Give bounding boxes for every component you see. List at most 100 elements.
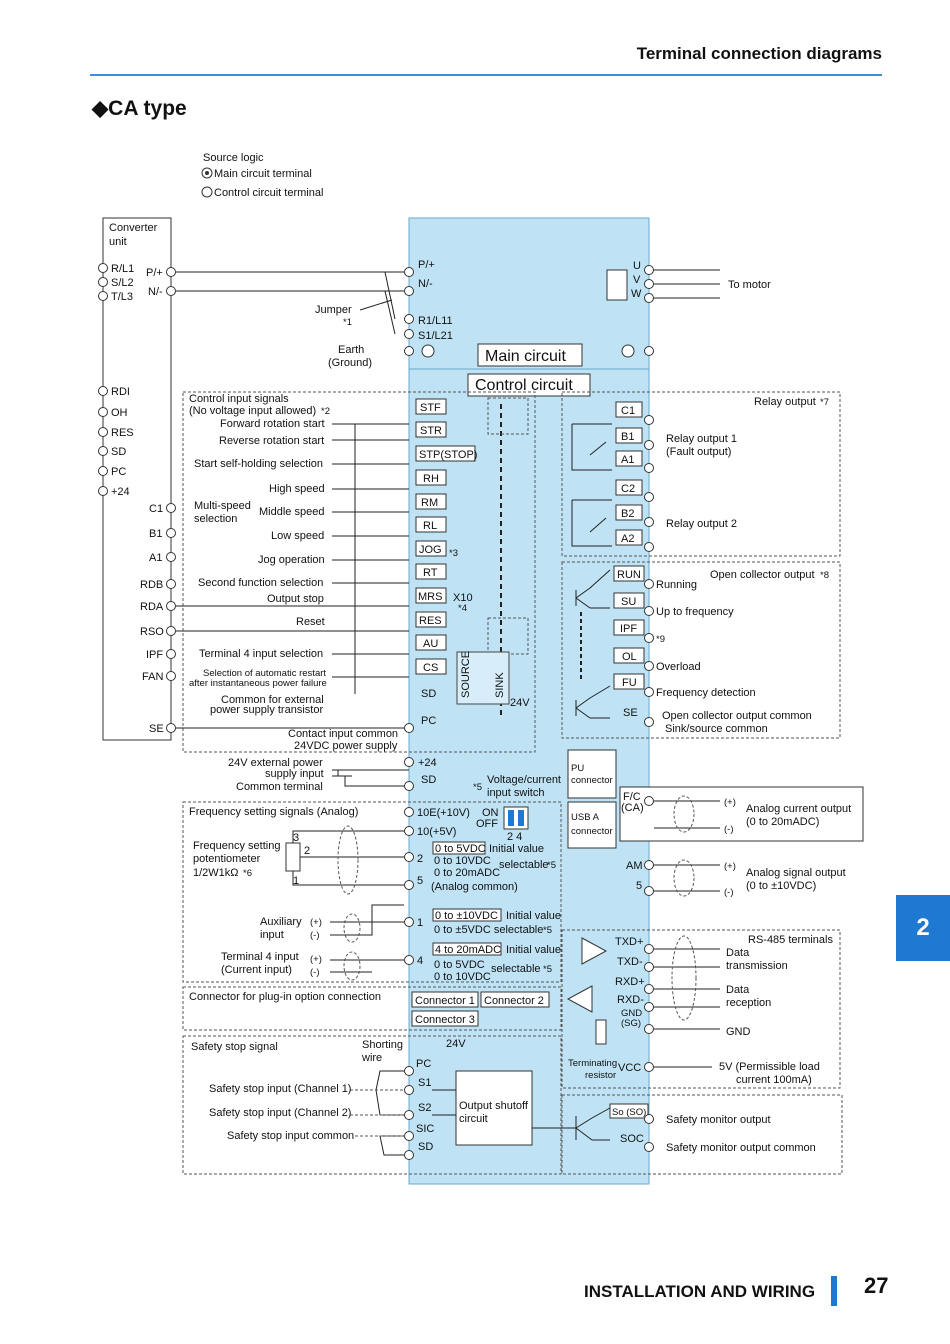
rs485-terminals: TXD+ TXD- RXD+ RXD- GND (SG) VCC <box>615 936 654 1074</box>
main-terminal-label: S1/L21 <box>418 330 453 342</box>
oc-terminal-label: FU <box>622 677 637 689</box>
main-terminal <box>404 314 414 324</box>
freq-terminal-label: 10E(+10V) <box>417 807 470 819</box>
converter-input-terminal <box>98 291 108 301</box>
control-input-labels: Forward rotation start Reverse rotation … <box>189 418 398 752</box>
oc-up-to-label: Up to frequency <box>656 606 734 618</box>
input-label-common-1: Common for external <box>221 694 324 706</box>
safety-terminal-label: S1 <box>418 1077 431 1089</box>
dip-switch-lever[interactable] <box>518 810 524 826</box>
converter-signal-label: RES <box>111 427 134 439</box>
control-terminal-box <box>415 493 447 510</box>
am-5-label: 5 <box>636 880 642 892</box>
footer-accent-bar <box>831 1276 837 1306</box>
usb-connector-box[interactable] <box>567 801 617 849</box>
dip-switch-lever[interactable] <box>508 810 514 826</box>
control-24v-label: 24V <box>510 697 530 709</box>
control-terminal-label: RH <box>423 473 439 485</box>
relay-terminal-label: B1 <box>621 431 634 443</box>
rs485-terminal <box>644 962 654 972</box>
safety-terminal <box>404 1085 414 1095</box>
ext24-term-label: +24 <box>418 757 437 769</box>
open-collector-terminals: RUN SU IPF OL FU SE <box>613 565 654 727</box>
chapter-tab[interactable]: 2 <box>896 895 950 961</box>
freq-terminal-label: 1 <box>417 917 423 929</box>
converter-relay-label: RDB <box>140 579 163 591</box>
potentiometer-icon[interactable] <box>285 842 301 872</box>
safety-terminal-label: SD <box>418 1141 433 1153</box>
switch-off-label: OFF <box>476 818 498 830</box>
shield-icon <box>673 795 695 833</box>
rs485-dashed-box <box>561 929 841 1089</box>
cur-plus: (+) <box>724 797 736 808</box>
shield-icon <box>337 825 359 895</box>
freq-terminal-label: 4 <box>417 955 423 967</box>
converter-input-terminal <box>98 277 108 287</box>
rs485-terminal-label: RXD- <box>617 994 644 1006</box>
shield-icon <box>673 859 695 897</box>
sink-label: SINK <box>494 672 506 698</box>
oc-running-label: Running <box>656 579 697 591</box>
ext24-terminal <box>404 757 414 767</box>
shield-icon <box>671 935 697 1021</box>
connector-2-box[interactable] <box>480 991 550 1008</box>
relay-terminal-box <box>615 427 643 444</box>
relay-terminal-box <box>615 529 643 546</box>
converter-signal-label: OH <box>111 407 128 419</box>
header-title: Terminal connection diagrams <box>636 44 882 63</box>
relay-output-1-sub: (Fault output) <box>666 446 731 458</box>
converter-inputs: R/L1 S/L2 T/L3 <box>98 263 134 303</box>
relay-terminal <box>644 517 654 527</box>
pu-connector-box[interactable] <box>567 749 617 799</box>
safety-title: Safety stop signal <box>191 1041 278 1053</box>
analog-current-label-1: Analog current output <box>746 803 851 815</box>
oc-terminal-label: RUN <box>617 569 641 581</box>
shield-icon <box>343 913 361 943</box>
main-terminal <box>404 286 414 296</box>
relay-terminal-label: C2 <box>621 483 635 495</box>
relay-terminal-box <box>615 401 643 418</box>
converter-relay-label: A1 <box>149 552 162 564</box>
rs485-data-tx-2: transmission <box>726 960 788 972</box>
safety-monitor-dashed-box <box>561 1094 843 1175</box>
main-terminal <box>404 329 414 339</box>
rs485-data-rx-2: reception <box>726 997 771 1009</box>
control-input-title-1: Control input signals <box>189 393 289 405</box>
oc-common-2: Sink/source common <box>665 723 768 735</box>
main-circuit-title: Main circuit <box>485 348 566 365</box>
motor-terminal <box>644 265 654 275</box>
range-1a: 0 to ±10VDC <box>435 910 498 922</box>
pu-connector-label-1: PU <box>571 763 584 774</box>
pc-terminal <box>404 723 414 733</box>
vc-switch-label-2: input switch <box>487 787 544 799</box>
so-terminal <box>644 1114 654 1124</box>
relay-terminal-label: B2 <box>621 508 634 520</box>
safety-ch1-label: Safety stop input (Channel 1) <box>209 1083 351 1095</box>
pot-label-3: 1/2W1kΩ <box>193 867 239 879</box>
x10-note: *4 <box>458 603 467 614</box>
shield-icon <box>343 951 361 981</box>
relay-terminal-box <box>615 504 643 521</box>
safety-monitor-label: Safety monitor output <box>666 1114 771 1126</box>
legend-main-circuit: Main circuit terminal <box>214 168 312 180</box>
converter-output-p: P/+ <box>146 267 163 279</box>
earth-terminal <box>644 346 654 356</box>
dip-switch-icon[interactable] <box>503 806 529 830</box>
vcc-label-1: 5V (Permissible load <box>719 1061 820 1073</box>
safety-input-wiring <box>350 1089 404 1137</box>
converter-relay-label: FAN <box>142 671 163 683</box>
main-terminal-dot-icon <box>205 171 209 175</box>
connector-3-box[interactable] <box>411 1010 479 1027</box>
connector-1-box[interactable] <box>411 991 479 1008</box>
page-title: ◆CA type <box>92 97 187 120</box>
pu-connector-label-2: connector <box>571 775 613 786</box>
usb-connector-label-1: USB A <box>571 812 600 823</box>
legend-control-circuit: Control circuit terminal <box>214 187 323 199</box>
dip-switch-numbers: 2 4 <box>507 831 522 843</box>
vc-switch-note: *5 <box>473 782 482 793</box>
converter-signal-label: PC <box>111 466 126 478</box>
oc-terminal <box>644 606 654 616</box>
jumper-label: Jumper <box>315 304 352 316</box>
rs485-terminal <box>644 944 654 954</box>
sig-minus: (-) <box>724 887 734 898</box>
